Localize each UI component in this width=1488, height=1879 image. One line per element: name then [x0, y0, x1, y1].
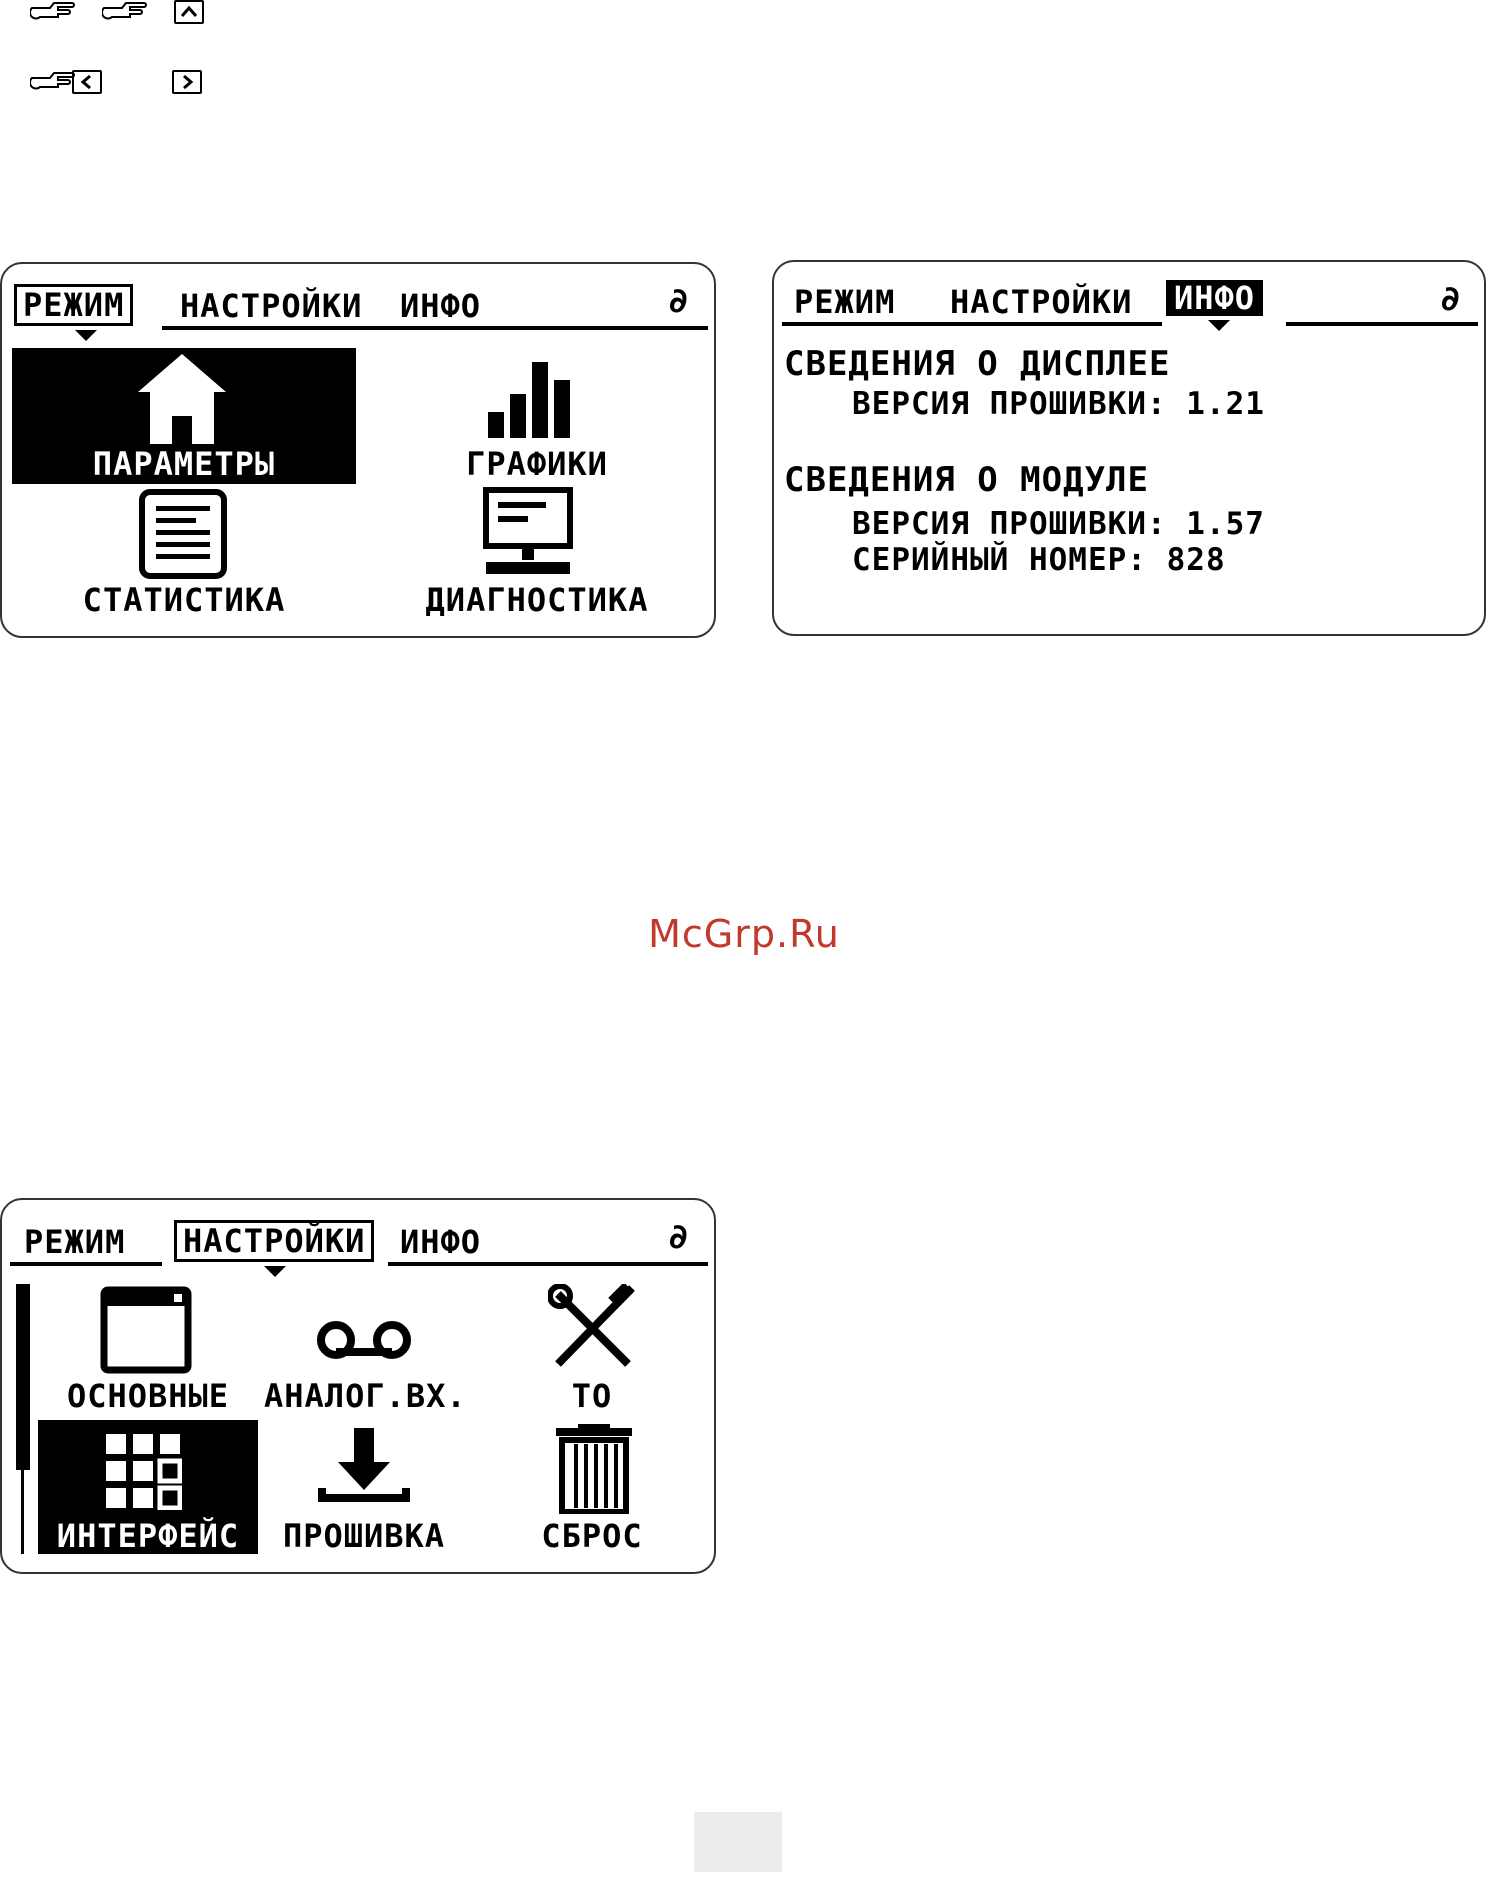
tile-general[interactable]: ОСНОВНЫЕ: [38, 1284, 258, 1414]
tab-underline-left: [10, 1262, 162, 1266]
analog-input-icon: [316, 1320, 412, 1364]
tile-label: ГРАФИКИ: [362, 446, 712, 482]
hand-icon: [30, 0, 76, 24]
tile-diagnostics[interactable]: ДИАГНОСТИКА: [362, 486, 712, 626]
hand-icon: [30, 70, 76, 94]
hand-icon: [102, 0, 148, 24]
tile-label: ПАРАМЕТРЫ: [12, 446, 356, 482]
arrow-up-key-icon: [174, 0, 204, 24]
tab-underline-left: [782, 322, 1162, 326]
tile-label: СТАТИСТИКА: [12, 582, 356, 618]
arrow-right-key-icon: [172, 70, 202, 94]
module-info-heading: СВЕДЕНИЯ О МОДУЛЕ: [784, 460, 1149, 500]
tile-statistics[interactable]: СТАТИСТИКА: [12, 486, 356, 626]
tab-pointer: [75, 330, 97, 341]
tile-label: АНАЛОГ.ВХ.: [264, 1378, 464, 1414]
tab-mode[interactable]: РЕЖИМ: [794, 284, 895, 320]
tab-underline-right: [1286, 322, 1478, 326]
page-number-box: [694, 1812, 782, 1872]
tile-label: ДИАГНОСТИКА: [362, 582, 712, 618]
link-icon: ∂: [1440, 282, 1460, 316]
tab-mode[interactable]: РЕЖИМ: [24, 1224, 125, 1260]
tab-settings[interactable]: НАСТРОЙКИ: [950, 284, 1132, 320]
tile-label: ИНТЕРФЕЙС: [38, 1518, 258, 1554]
module-serial-number: СЕРИЙНЫЙ НОМЕР: 828: [852, 542, 1226, 578]
tile-label: ПРОШИВКА: [264, 1518, 464, 1554]
grid-icon: [104, 1432, 182, 1510]
tab-settings[interactable]: НАСТРОЙКИ: [180, 288, 362, 324]
tile-label: ТО: [482, 1378, 702, 1414]
scrollbar-thumb[interactable]: [16, 1284, 30, 1470]
window-icon: [100, 1286, 192, 1374]
tab-mode[interactable]: РЕЖИМ: [14, 284, 133, 326]
lcd-screen-settings: РЕЖИМ НАСТРОЙКИ ИНФО ∂ ОСНОВНЫЕ АНАЛОГ.В…: [0, 1198, 716, 1574]
module-firmware-version: ВЕРСИЯ ПРОШИВКИ: 1.57: [852, 506, 1265, 542]
tile-firmware[interactable]: ПРОШИВКА: [264, 1420, 464, 1554]
tab-underline-right: [388, 1262, 708, 1266]
document-icon: [138, 488, 228, 580]
tile-parameters[interactable]: ПАРАМЕТРЫ: [12, 348, 356, 484]
tile-charts[interactable]: ГРАФИКИ: [362, 348, 712, 484]
tile-interface[interactable]: ИНТЕРФЕЙС: [38, 1420, 258, 1554]
scrollbar[interactable]: [16, 1284, 30, 1554]
tile-label: СБРОС: [482, 1518, 702, 1554]
lcd-screen-info: РЕЖИМ НАСТРОЙКИ ИНФО ∂ СВЕДЕНИЯ О ДИСПЛЕ…: [772, 260, 1486, 636]
display-firmware-version: ВЕРСИЯ ПРОШИВКИ: 1.21: [852, 386, 1265, 422]
trash-icon: [554, 1424, 634, 1514]
bar-chart-icon: [486, 356, 570, 440]
watermark: McGrp.Ru: [0, 912, 1488, 956]
lcd-screen-mode: РЕЖИМ НАСТРОЙКИ ИНФО ∂ ПАРАМЕТРЫ ГРАФИКИ…: [0, 262, 716, 638]
tile-maintenance[interactable]: ТО: [482, 1284, 702, 1414]
home-icon: [136, 352, 228, 446]
tab-info[interactable]: ИНФО: [1166, 280, 1263, 316]
download-icon: [316, 1426, 412, 1512]
monitor-icon: [480, 486, 576, 578]
link-icon: ∂: [668, 284, 688, 318]
tab-pointer: [1208, 320, 1230, 331]
tile-reset[interactable]: СБРОС: [482, 1420, 702, 1554]
arrow-left-key-icon: [72, 70, 102, 94]
tile-label: ОСНОВНЫЕ: [38, 1378, 258, 1414]
tab-settings[interactable]: НАСТРОЙКИ: [174, 1220, 374, 1262]
tab-pointer: [264, 1266, 286, 1277]
link-icon: ∂: [668, 1220, 688, 1254]
tab-info[interactable]: ИНФО: [400, 288, 481, 324]
display-info-heading: СВЕДЕНИЯ О ДИСПЛЕЕ: [784, 344, 1170, 384]
tab-info[interactable]: ИНФО: [400, 1224, 481, 1260]
tab-underline: [162, 326, 708, 330]
tile-analog-inputs[interactable]: АНАЛОГ.ВХ.: [264, 1284, 464, 1414]
tools-icon: [548, 1284, 638, 1370]
